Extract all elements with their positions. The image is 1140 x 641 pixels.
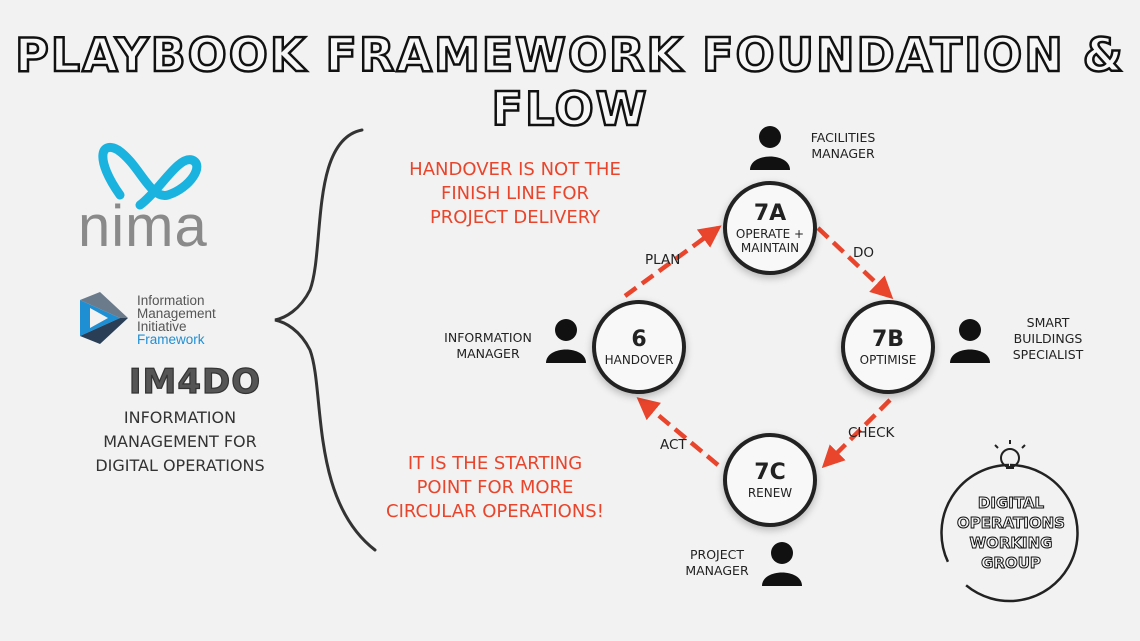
dow-line-3: WORKING: [969, 534, 1053, 553]
note-bottom-line-2: POINT FOR MORE: [416, 477, 574, 498]
dow-line-4: GROUP: [981, 554, 1042, 573]
person-icon-smart: [950, 319, 990, 363]
person-icon-project: [762, 542, 802, 586]
note-top-line-3: PROJECT DELIVERY: [429, 207, 601, 228]
node-6-number: 6: [631, 327, 647, 352]
arrow-plan: [623, 225, 722, 298]
nima-wordmark: nima: [78, 194, 208, 259]
edge-label-plan: PLAN: [645, 252, 681, 268]
arrow-check: [821, 398, 892, 469]
role-information-manager: INFORMATION MANAGER: [432, 330, 544, 362]
nima-logo-mark: [98, 143, 202, 210]
role-information-line-1: INFORMATION: [444, 330, 532, 345]
note-top-line-1: HANDOVER IS NOT THE: [409, 159, 621, 180]
arrow-act: [636, 397, 720, 467]
im4do-sub-line-3: DIGITAL OPERATIONS: [95, 456, 265, 475]
imif-line-2: Management: [137, 306, 216, 321]
role-smart-buildings-specialist: SMART BUILDINGS SPECIALIST: [993, 315, 1103, 363]
im4do-sub-line-2: MANAGEMENT FOR: [103, 432, 257, 451]
note-top-line-2: FINISH LINE FOR: [440, 183, 590, 204]
note-bottom-line-1: IT IS THE STARTING: [407, 453, 583, 474]
lightbulb-rocket-icon: [994, 440, 1026, 469]
im4do-logo: IM4DO: [128, 361, 262, 402]
node-7c-number: 7C: [754, 460, 786, 485]
dow-badge: DIGITAL OPERATIONS WORKING GROUP: [946, 493, 1076, 573]
im4do-subtitle: INFORMATION MANAGEMENT FOR DIGITAL OPERA…: [60, 406, 300, 478]
edge-label-act: ACT: [660, 437, 687, 453]
node-7a-label-1: OPERATE +: [735, 227, 805, 241]
note-bottom-line-3: CIRCULAR OPERATIONS!: [386, 501, 604, 522]
role-facilities-line-2: MANAGER: [811, 146, 875, 161]
node-6-label: HANDOVER: [604, 353, 674, 367]
role-project-line-1: PROJECT: [689, 547, 744, 562]
note-bottom: IT IS THE STARTING POINT FOR MORE CIRCUL…: [370, 452, 620, 524]
role-smart-line-2: BUILDINGS: [1013, 331, 1083, 346]
role-smart-line-3: SPECIALIST: [1012, 347, 1084, 362]
imif-logo-mark: [80, 292, 128, 344]
person-icon-facilities: [750, 126, 790, 170]
imif-line-3: Initiative: [137, 319, 187, 334]
role-smart-line-1: SMART: [1026, 315, 1070, 330]
node-7a-label-2: MAINTAIN: [740, 241, 800, 255]
edge-label-check: CHECK: [848, 425, 895, 441]
imif-line-1: Information: [137, 293, 205, 308]
dow-badge-ring: [940, 463, 1079, 603]
role-facilities-line-1: FACILITIES: [810, 130, 876, 145]
node-7a-number: 7A: [753, 201, 787, 226]
edge-label-do: DO: [853, 245, 875, 261]
node-7a-operate-maintain: 7A OPERATE + MAINTAIN: [723, 181, 817, 275]
role-information-line-2: MANAGER: [456, 346, 520, 361]
person-icon-information: [546, 319, 586, 363]
node-7c-label: RENEW: [747, 486, 793, 500]
node-7c-renew: 7C RENEW: [723, 433, 817, 527]
node-7b-optimise: 7B OPTIMISE: [841, 300, 935, 394]
role-project-line-2: MANAGER: [685, 563, 749, 578]
curly-brace: [274, 128, 377, 552]
role-project-manager: PROJECT MANAGER: [672, 547, 762, 579]
role-facilities-manager: FACILITIES MANAGER: [793, 130, 893, 162]
imif-line-framework: Framework: [137, 332, 205, 347]
imif-wordmark: Information Management Initiative Framew…: [137, 293, 216, 347]
page-title: PLAYBOOK FRAMEWORK FOUNDATION & FLOW: [14, 27, 1125, 138]
dow-line-2: OPERATIONS: [957, 514, 1066, 533]
dow-line-1: DIGITAL: [977, 494, 1045, 513]
note-top: HANDOVER IS NOT THE FINISH LINE FOR PROJ…: [390, 158, 640, 230]
node-7b-label: OPTIMISE: [859, 353, 917, 367]
node-7b-number: 7B: [871, 327, 905, 352]
node-6-handover: 6 HANDOVER: [592, 300, 686, 394]
arrow-do: [816, 226, 894, 300]
im4do-sub-line-1: INFORMATION: [123, 408, 237, 427]
